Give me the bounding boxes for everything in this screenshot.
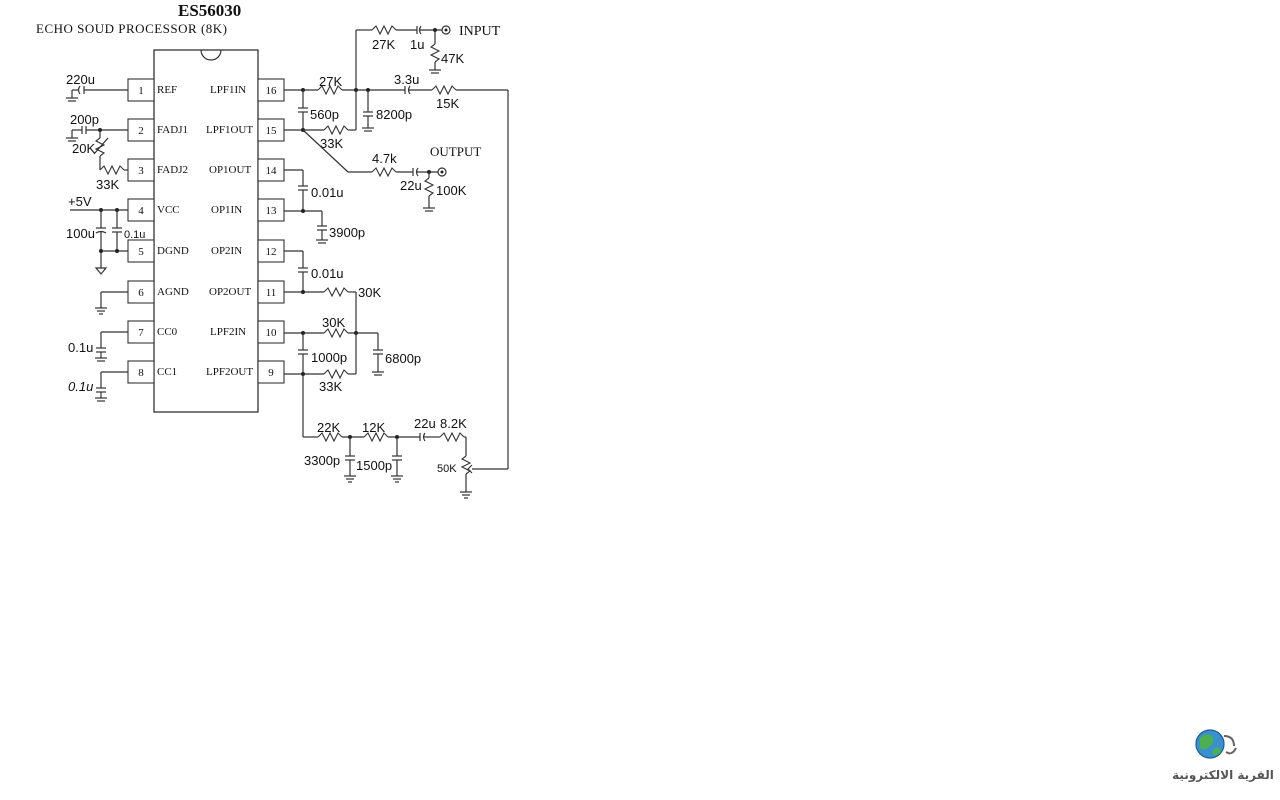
label-c-op1: 0.01u [311,185,344,200]
label-r-out: 4.7k [372,151,397,166]
op1-circuit [284,169,328,244]
label-c-vcc-small: 0.1u [124,229,145,241]
label-input: INPUT [459,24,501,39]
label-c-lpf1-b: 8200p [376,107,412,122]
input-circuit [355,24,451,90]
chip-title: ES56030 [178,1,241,20]
lpf2-circuit [284,327,384,380]
op2-circuit [284,250,357,333]
pin-name: OP2IN [211,245,242,257]
label-c-vcc-big: 100u [66,226,95,241]
cc1-circuit [95,371,128,402]
logo-text: القرية الالكترونية [1172,768,1274,782]
ic-notch [200,49,222,61]
chip-subtitle: ECHO SOUD PROCESSOR (8K) [36,21,228,36]
pin-num: 2 [138,125,144,137]
label-r-lpf2-fb: 33K [319,379,342,394]
fadj1-circuit [66,126,128,176]
label-c-op1-gnd: 3900p [329,225,365,240]
label-output: OUTPUT [430,144,481,159]
pin-num: 12 [266,246,277,258]
pin-name: OP1OUT [209,164,251,176]
pin-name: LPF1OUT [206,124,253,136]
pin-num: 14 [266,165,278,177]
pin-name: CC0 [157,326,178,338]
label-r-in-series: 27K [372,37,395,52]
label-r-f1: 22K [317,420,340,435]
pin-num: 6 [138,287,144,299]
label-r-in-shunt: 47K [441,51,464,66]
echo-filter-circuit [302,374,508,499]
label-c-f3: 22u [414,416,436,431]
pin-num: 16 [266,85,278,97]
pin-name: CC1 [157,366,177,378]
label-r-lpf2: 30K [322,315,345,330]
pin-name: FADJ1 [157,124,188,136]
pin-name: VCC [157,204,180,216]
pin-name: FADJ2 [157,164,188,176]
label-c-f1: 3300p [304,453,340,468]
pin-name: AGND [157,286,189,298]
label-pot-echo: 50K [437,463,457,475]
label-c-fadj: 200p [70,112,99,127]
label-c-lpf2-a: 1000p [311,350,347,365]
ref-circuit [66,85,128,102]
label-r-f2: 12K [362,420,385,435]
label-c-f2: 1500p [356,458,392,473]
label-c-lpf2-b: 6800p [385,351,421,366]
label-c-mix: 3.3u [394,72,419,87]
globe-icon [1195,729,1237,759]
pin-num: 8 [138,367,144,379]
label-c-cc1: 0.1u [68,379,93,394]
pin-num: 11 [266,287,277,299]
label-c-out: 22u [400,178,422,193]
ic-body [153,49,259,413]
label-r-lpf1-fb: 33K [320,136,343,151]
label-r-op2: 30K [358,285,381,300]
pin-name: LPF2OUT [206,366,253,378]
pin-name: OP1IN [211,204,242,216]
pin-name: DGND [157,245,189,257]
pin-num: 5 [138,246,144,258]
lpf1-circuit [284,84,509,469]
label-r-fadj2: 33K [96,177,119,192]
pin-num: 9 [268,367,274,379]
pin-num: 3 [138,165,144,177]
label-c-ref: 220u [66,72,95,87]
pin-name: LPF2IN [210,326,246,338]
pin-num: 13 [266,205,278,217]
pin-name: REF [157,84,177,96]
left-pins [127,78,155,384]
label-r-lpf1: 27K [319,74,342,89]
agnd-circuit [95,291,128,315]
vcc-circuit [70,208,128,275]
label-r-f3: 8.2K [440,416,467,431]
label-r-out-shunt: 100K [436,183,467,198]
pin-name: LPF1IN [210,84,246,96]
pin-name: OP2OUT [209,286,251,298]
pin-num: 15 [266,125,278,137]
right-pins [257,78,285,384]
pin-num: 7 [138,327,144,339]
label-vcc: +5V [68,194,92,209]
label-c-in: 1u [410,37,424,52]
label-c-cc0: 0.1u [68,340,93,355]
label-c-lpf1-a: 560p [310,107,339,122]
label-pot-fadj: 20K [72,141,95,156]
cc0-circuit [95,331,128,362]
label-r-mix: 15K [436,96,459,111]
output-circuit [302,129,447,212]
pin-num: 1 [138,85,144,97]
pin-num: 10 [266,327,278,339]
pin-num: 4 [138,205,144,217]
label-c-op2: 0.01u [311,266,344,281]
